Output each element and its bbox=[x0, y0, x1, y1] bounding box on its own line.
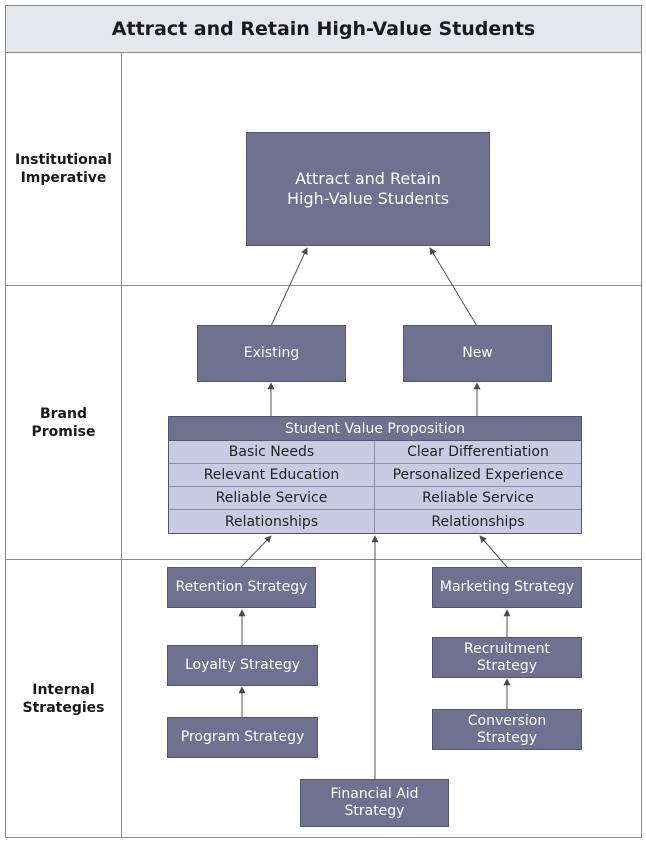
loyalty-strategy-box: Loyalty Strategy bbox=[167, 645, 318, 686]
row-label-internal-strategies: Internal Strategies bbox=[22, 682, 105, 716]
arrow-retention-to-svp bbox=[240, 535, 272, 568]
row-label-brand-promise: Brand Promise bbox=[31, 405, 96, 440]
svp-cell: Relationships bbox=[169, 510, 375, 533]
row-divider-2 bbox=[5, 559, 642, 560]
arrow-existing-to-imperative bbox=[270, 247, 308, 327]
program-strategy-box: Program Strategy bbox=[167, 717, 318, 758]
row-divider-1 bbox=[5, 285, 642, 286]
svp-cell: Personalized Experience bbox=[375, 464, 581, 487]
student-value-proposition: Student Value Proposition Basic Needs Cl… bbox=[168, 416, 582, 534]
conversion-strategy-box: Conversion Strategy bbox=[432, 709, 582, 750]
marketing-strategy-box: Marketing Strategy bbox=[432, 567, 582, 608]
svp-cell: Basic Needs bbox=[169, 441, 375, 464]
imperative-box: Attract and Retain High-Value Students bbox=[246, 132, 490, 246]
svp-cell: Clear Differentiation bbox=[375, 441, 581, 464]
retention-strategy-box: Retention Strategy bbox=[167, 567, 316, 608]
svp-title: Student Value Proposition bbox=[169, 417, 581, 441]
diagram-frame bbox=[5, 52, 642, 838]
financial-aid-strategy-box: Financial Aid Strategy bbox=[300, 779, 449, 827]
row-label-imperative: Institutional Imperative bbox=[15, 151, 112, 186]
existing-box: Existing bbox=[197, 325, 346, 382]
arrow-marketing-to-svp bbox=[479, 535, 508, 568]
svp-cell: Reliable Service bbox=[375, 487, 581, 510]
recruitment-strategy-box: Recruitment Strategy bbox=[432, 637, 582, 678]
svp-cell: Relationships bbox=[431, 513, 525, 530]
column-divider bbox=[121, 52, 122, 838]
svp-cell: Reliable Service bbox=[169, 487, 375, 510]
svp-cell: Relevant Education bbox=[169, 464, 375, 487]
page-title: Attract and Retain High-Value Students bbox=[5, 5, 642, 53]
arrow-new-to-imperative bbox=[429, 247, 478, 327]
new-box: New bbox=[403, 325, 552, 382]
